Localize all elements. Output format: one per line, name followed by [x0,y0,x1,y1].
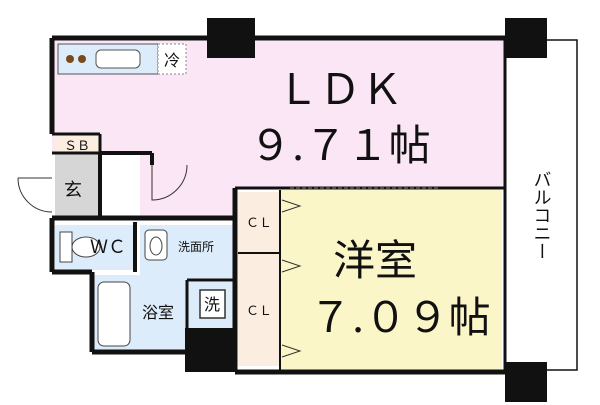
bathtub-icon [97,281,131,347]
entrance-door-icon [17,177,53,213]
washer-label: 洗 [204,295,220,314]
ldk-area [52,40,505,218]
stove-burner-icon [66,55,74,63]
sink-icon [95,49,141,69]
toilet-label: ＷＣ [90,237,126,258]
closet-door-icon [281,199,302,358]
toilet-icon [59,231,73,263]
door-swing-icon [151,164,188,201]
washroom-label: 洗面所 [178,240,214,254]
shoe-box-label: ＳＢ [64,139,90,154]
ldk-label: ＬＤＫ [277,65,403,114]
ldk-size-label: ９.７１帖 [249,121,430,170]
closet-lower-area [238,254,280,366]
fridge-space [157,43,187,75]
entrance-label: 玄 [64,180,82,201]
bathroom-label: 浴室 [142,303,174,322]
washer-box-icon [199,289,226,319]
closet-lower-label: ＣＬ [246,304,272,319]
entrance-area [55,153,100,218]
western-room-label: 洋室 [333,236,417,285]
stove-burner-icon [78,55,86,63]
walls [49,35,507,375]
fridge-label: 冷 [164,51,180,70]
basin-bowl-icon [149,236,163,256]
toilet-bowl-icon [71,236,101,258]
washbasin-icon [144,229,168,261]
closet-upper-label: ＣＬ [246,216,272,231]
pillars [185,18,547,402]
western-room-size-label: ７.０９帖 [309,293,490,342]
western-room-area [280,190,502,370]
balcony-label: バルコニー [531,170,552,260]
closet-upper-area [238,192,280,252]
shoe-box-area [55,134,100,153]
